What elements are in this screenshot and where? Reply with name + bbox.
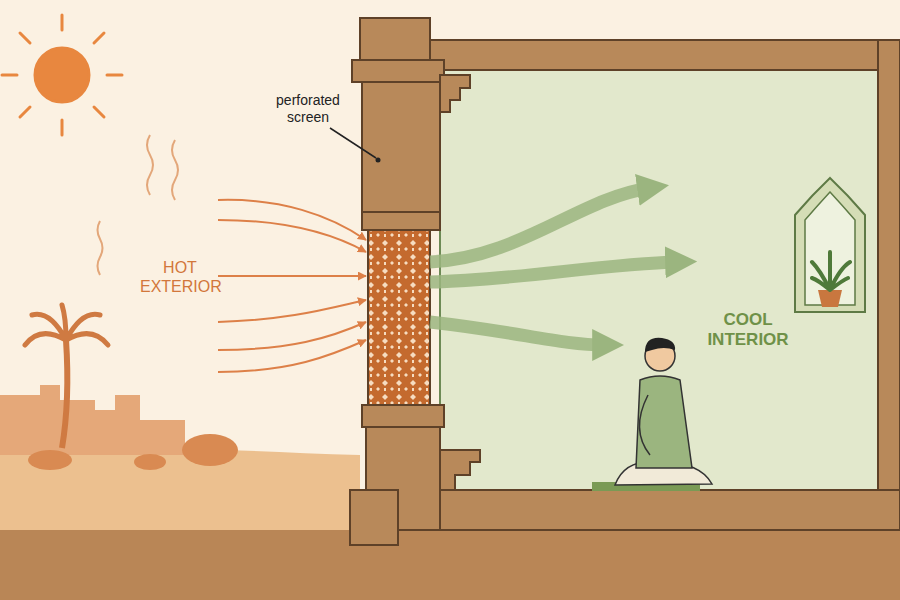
leader-line (330, 128, 376, 158)
leader-dot (376, 158, 381, 163)
seated-person (592, 338, 712, 491)
part-label: perforated screen (263, 92, 353, 126)
zone-label: HOT EXTERIOR (140, 258, 220, 296)
palm-tree (25, 305, 108, 448)
side-wall (878, 40, 900, 530)
soil (0, 530, 900, 600)
shrub (134, 454, 166, 470)
village-silhouette (0, 385, 185, 455)
floor-slab (395, 490, 900, 530)
shrub (28, 450, 72, 470)
heat-waves (98, 135, 179, 275)
desert-sand (0, 444, 360, 530)
cool-air-arrows (430, 188, 678, 345)
zone-label: COOL INTERIOR (703, 310, 793, 351)
wall-niche (795, 178, 865, 312)
perforated-screen (368, 230, 430, 405)
sun (2, 15, 122, 135)
roof-slab (430, 40, 900, 70)
hot-air-arrows (218, 200, 366, 372)
shrub (182, 434, 238, 466)
